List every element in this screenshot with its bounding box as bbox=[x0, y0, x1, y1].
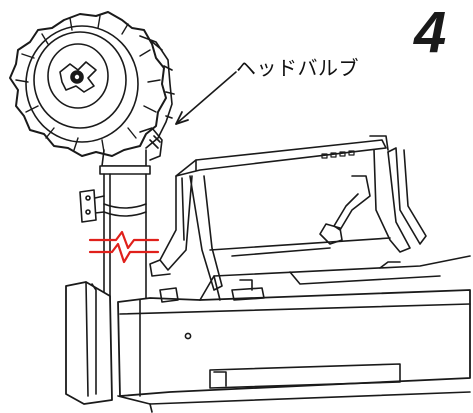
base-housing bbox=[65, 255, 471, 413]
break-symbol bbox=[88, 230, 160, 264]
rail-indicator-dots bbox=[321, 150, 355, 159]
head-valve-label: ヘッドバルブ bbox=[236, 56, 359, 80]
callout-arrow bbox=[175, 71, 237, 125]
step-number: 4 bbox=[414, 0, 447, 65]
valve-neck bbox=[99, 127, 163, 175]
vertical-tube bbox=[79, 173, 147, 301]
head-valve bbox=[9, 11, 175, 157]
handle-frame bbox=[149, 135, 427, 291]
